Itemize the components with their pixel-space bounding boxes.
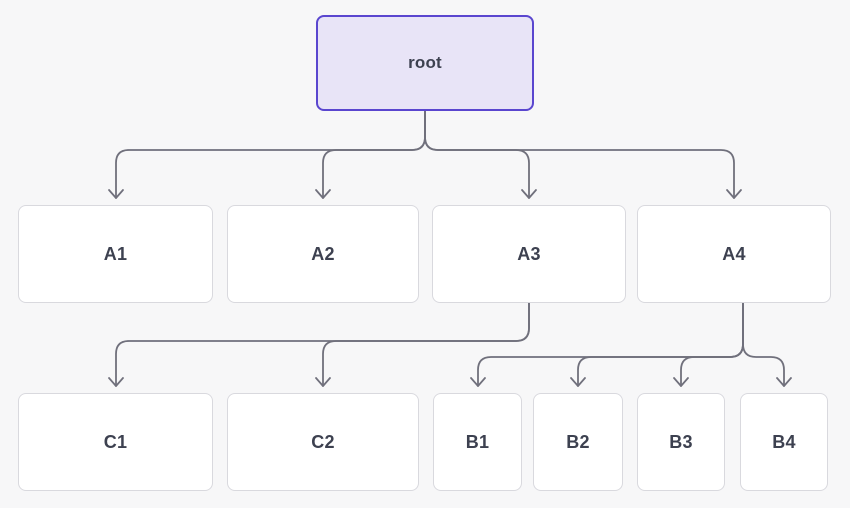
- node-c2[interactable]: C2: [227, 393, 419, 491]
- edge-a4-b2: [570, 302, 744, 387]
- node-a3[interactable]: A3: [432, 205, 626, 303]
- node-b2[interactable]: B2: [533, 393, 623, 491]
- node-a2[interactable]: A2: [227, 205, 419, 303]
- edge-a4-b3: [673, 302, 744, 387]
- node-a1[interactable]: A1: [18, 205, 213, 303]
- edge-root-a4: [424, 110, 742, 199]
- edge-a4-b1: [470, 302, 744, 387]
- edge-root-a1: [108, 110, 426, 199]
- edge-a3-c1: [108, 302, 530, 387]
- node-a4[interactable]: A4: [637, 205, 831, 303]
- node-b1[interactable]: B1: [433, 393, 522, 491]
- edge-root-a3: [424, 110, 537, 199]
- node-c1[interactable]: C1: [18, 393, 213, 491]
- node-root[interactable]: root: [316, 15, 534, 111]
- edge-root-a2: [315, 110, 426, 199]
- node-b4[interactable]: B4: [740, 393, 828, 491]
- edge-a3-c2: [315, 302, 530, 387]
- edge-a4-b4: [742, 302, 792, 387]
- node-b3[interactable]: B3: [637, 393, 725, 491]
